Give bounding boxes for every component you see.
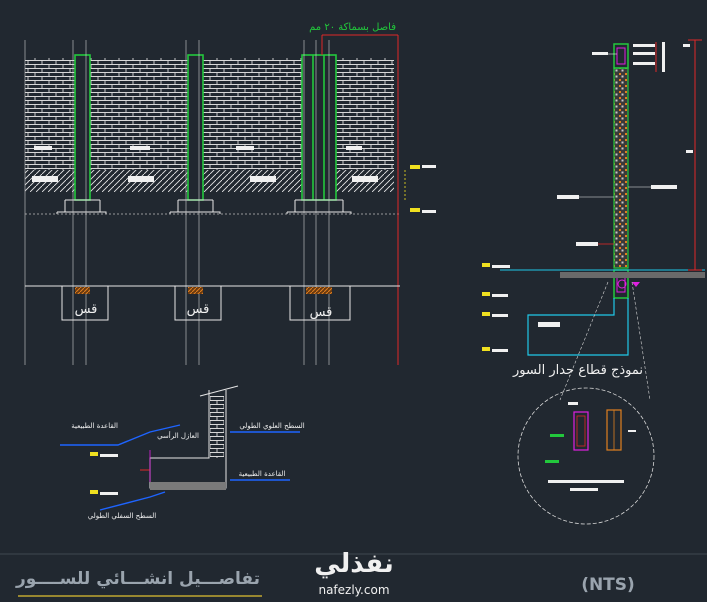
footing-label-1: قس (75, 302, 98, 317)
wall-elevation: فاصل بسماكة ٢٠ مم (24, 22, 436, 365)
footing-2-outline (174, 286, 222, 321)
watermark-latin: nafezly.com (318, 583, 389, 597)
beam-tag-1 (32, 176, 58, 182)
label-vertical-insulation: العازل الرأسي (157, 431, 199, 440)
beam-tag-3 (250, 176, 276, 182)
section-title: نموذج قطاع جدار السور (512, 363, 643, 378)
label-top-surface: السطح العلوي الطولي (239, 422, 304, 430)
joint-label: فاصل بسماكة ٢٠ مم (309, 22, 396, 33)
wall-tag-4 (346, 146, 362, 150)
detail-wall-bricks (210, 396, 224, 458)
detail-circle-outline (517, 387, 655, 525)
brick-panel-3 (203, 58, 302, 170)
footing-2-block (188, 287, 203, 294)
footing-label-2: قس (187, 302, 210, 317)
footing-plan: قس قس قس (25, 285, 400, 321)
section-top-beam (613, 43, 629, 69)
brick-panel-1 (25, 58, 75, 170)
pedestal-2 (169, 199, 221, 214)
wall-section: نموذج قطاع جدار السور (482, 39, 705, 378)
beam-tag-2 (128, 176, 154, 182)
wall-tag-3 (236, 146, 254, 150)
section-level-markers (482, 263, 510, 352)
pedestal-3 (286, 199, 352, 214)
label-natural-ground: القاعدة الطبيعية (71, 422, 118, 430)
level-mark-2 (410, 208, 420, 212)
detail-beam (573, 411, 589, 451)
footing-3-block (306, 287, 332, 294)
section-footing (527, 298, 629, 356)
wall-tag-1 (34, 146, 52, 150)
title-block: تفاصـــيل انشـــائي للســــور (NTS) نفذل… (0, 549, 707, 597)
brick-panel-2 (90, 58, 188, 170)
pedestal-1 (56, 199, 107, 214)
foundation-detail: القاعدة الطبيعية العازل الرأسي السطح الع… (60, 385, 305, 520)
footing-1-block (75, 287, 90, 294)
level-mark-1 (410, 165, 420, 169)
detail-slab (150, 482, 226, 490)
brick-panel-4 (336, 58, 394, 170)
label-natural-base: القاعدة الطبيعية (239, 470, 286, 478)
wall-tag-2 (130, 146, 150, 150)
footing-label-3: قس (310, 305, 333, 320)
level-mark-1-val (422, 165, 436, 168)
level-mark-2-val (422, 210, 436, 213)
drawing-title: تفاصـــيل انشـــائي للســــور (15, 569, 260, 589)
column-1 (74, 54, 91, 201)
footing-3-outline (289, 286, 351, 321)
bottom-surface-line (99, 491, 166, 511)
section-top-beam-inner (616, 47, 626, 65)
section-ground-hatch (560, 272, 705, 278)
beam-tag-4 (352, 176, 378, 182)
scale-note: (NTS) (581, 575, 635, 595)
watermark-arabic: نفذلي (314, 549, 394, 579)
label-bottom-surface: السطح السفلي الطولي (88, 512, 157, 520)
detail-circle (517, 281, 655, 525)
elevation-level-markers (404, 165, 436, 213)
section-wall-block (613, 67, 629, 269)
column-2 (187, 54, 204, 201)
natural-ground-line (60, 424, 181, 446)
column-3 (301, 54, 337, 201)
footing-1-outline (61, 286, 109, 321)
section-footing-tag (538, 322, 560, 327)
